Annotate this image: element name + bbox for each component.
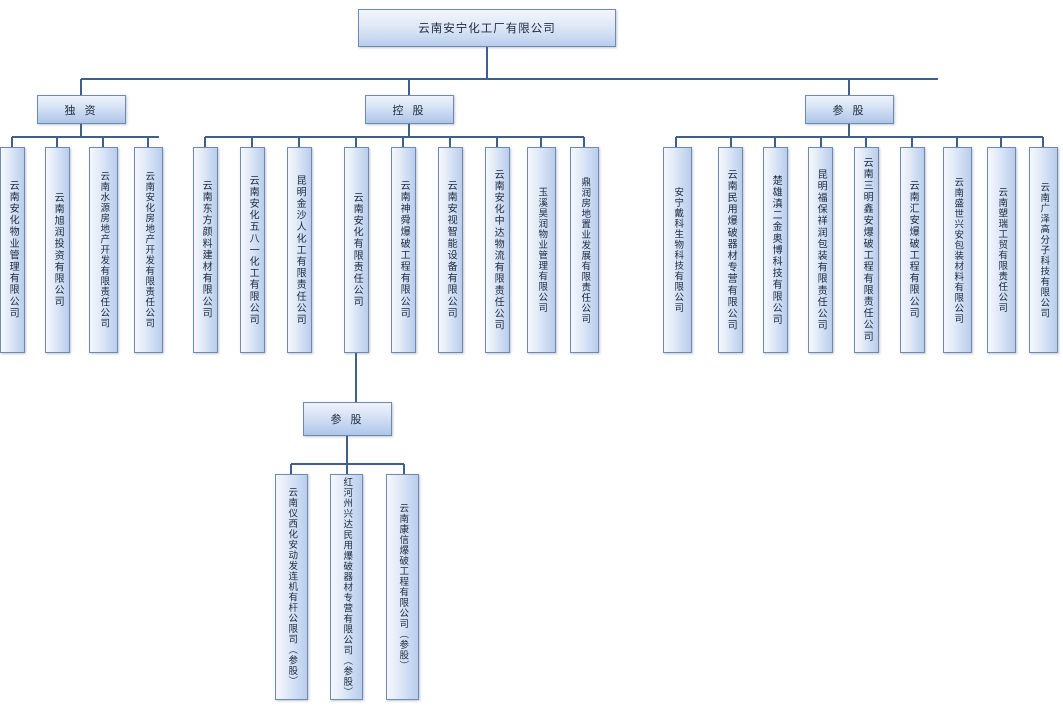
branch-label-sole: 独 资 xyxy=(64,104,99,117)
branch-node-sole[interactable]: 独 资 xyxy=(37,95,126,124)
leaf-sub-equity-2[interactable]: 云南康信爆破工程有限公司（参股） xyxy=(386,474,419,700)
leaf-holding-7[interactable]: 玉溪昊润物业管理有限公司 xyxy=(527,147,556,353)
leaf-equity-0[interactable]: 安宁戴科生物科技有限公司 xyxy=(663,147,692,353)
leaf-equity-3[interactable]: 昆明福保祥润包装有限责任公司 xyxy=(808,147,833,353)
leaf-sole-0[interactable]: 云南安化物业管理有限公司 xyxy=(0,147,25,353)
leaf-holding-4[interactable]: 云南神舜爆破工程有限公司 xyxy=(391,147,416,353)
leaf-label: 云南安化有限责任公司 xyxy=(351,192,363,308)
leaf-equity-8[interactable]: 云南广泽高分子科技有限公司 xyxy=(1029,147,1058,353)
leaf-holding-6[interactable]: 云南安化中达物流有限责任公司 xyxy=(485,147,510,353)
leaf-holding-1[interactable]: 云南安化五八一化工有限公司 xyxy=(240,147,265,353)
leaf-label: 云南神舜爆破工程有限公司 xyxy=(398,180,410,320)
sub-branch-label: 参 股 xyxy=(330,414,365,426)
root-label: 云南安宁化工厂有限公司 xyxy=(418,23,556,35)
leaf-label: 鼎润房地置业发展有限责任公司 xyxy=(579,176,591,324)
leaf-label: 红河州兴达民用爆破器材专营有限公司（参股） xyxy=(341,476,353,698)
leaf-label: 云南三明鑫安爆破工程有限责任公司 xyxy=(861,157,873,343)
leaf-label: 昆明福保祥润包装有限责任公司 xyxy=(815,168,827,332)
leaf-equity-7[interactable]: 云南塑瑞工贸有限责任公司 xyxy=(987,147,1016,353)
leaf-label: 云南安视智能设备有限公司 xyxy=(445,180,457,320)
leaf-equity-6[interactable]: 云南盛世兴安包装材料有限公司 xyxy=(943,147,972,353)
leaf-label: 云南旭润投资有限公司 xyxy=(52,192,64,308)
leaf-holding-3[interactable]: 云南安化有限责任公司 xyxy=(344,147,369,353)
leaf-label: 云南东方颜料建材有限公司 xyxy=(200,180,212,320)
leaf-label: 云南汇安爆破工程有限公司 xyxy=(907,180,919,320)
leaf-label: 楚雄滇二金奥博科技有限公司 xyxy=(770,174,782,326)
leaf-label: 云南塑瑞工贸有限责任公司 xyxy=(996,187,1008,313)
leaf-sub-equity-1[interactable]: 红河州兴达民用爆破器材专营有限公司（参股） xyxy=(330,474,363,700)
leaf-label: 云南盛世兴安包装材料有限公司 xyxy=(952,176,964,324)
leaf-holding-0[interactable]: 云南东方颜料建材有限公司 xyxy=(193,147,218,353)
branch-node-holding[interactable]: 控 股 xyxy=(365,95,454,124)
leaf-label: 云南广泽高分子科技有限公司 xyxy=(1038,181,1050,319)
leaf-holding-5[interactable]: 云南安视智能设备有限公司 xyxy=(438,147,463,353)
leaf-label: 云南安化中达物流有限责任公司 xyxy=(492,168,504,332)
leaf-label: 云南安化房地产开发有限责任公司 xyxy=(143,171,155,329)
leaf-label: 云南安化物业管理有限公司 xyxy=(7,180,19,320)
sub-branch-node-equity[interactable]: 参 股 xyxy=(303,402,392,436)
root-node[interactable]: 云南安宁化工厂有限公司 xyxy=(358,9,616,47)
leaf-holding-2[interactable]: 昆明金沙人化工有限责任公司 xyxy=(287,147,312,353)
leaf-sole-2[interactable]: 云南水源房地产开发有限责任公司 xyxy=(89,147,118,353)
branch-node-equity[interactable]: 参 股 xyxy=(805,95,894,124)
branch-label-holding: 控 股 xyxy=(392,104,427,117)
leaf-holding-8[interactable]: 鼎润房地置业发展有限责任公司 xyxy=(570,147,599,353)
leaf-sub-equity-0[interactable]: 云南仪西化安动发连机有杆公限司（参股） xyxy=(275,474,308,700)
leaf-equity-4[interactable]: 云南三明鑫安爆破工程有限责任公司 xyxy=(854,147,879,353)
leaf-label: 玉溪昊润物业管理有限公司 xyxy=(536,187,548,313)
branch-label-equity: 参 股 xyxy=(832,104,867,117)
leaf-label: 云南康信爆破工程有限公司（参股） xyxy=(397,503,409,671)
leaf-label: 昆明金沙人化工有限责任公司 xyxy=(294,174,306,326)
leaf-equity-2[interactable]: 楚雄滇二金奥博科技有限公司 xyxy=(763,147,788,353)
leaf-label: 云南仪西化安动发连机有杆公限司（参股） xyxy=(286,487,298,687)
leaf-sole-1[interactable]: 云南旭润投资有限公司 xyxy=(45,147,70,353)
leaf-equity-5[interactable]: 云南汇安爆破工程有限公司 xyxy=(900,147,925,353)
leaf-label: 云南水源房地产开发有限责任公司 xyxy=(98,171,110,329)
leaf-label: 云南民用爆破器材专营有限公司 xyxy=(725,168,737,332)
leaf-sole-3[interactable]: 云南安化房地产开发有限责任公司 xyxy=(134,147,163,353)
leaf-label: 云南安化五八一化工有限公司 xyxy=(247,174,259,326)
leaf-equity-1[interactable]: 云南民用爆破器材专营有限公司 xyxy=(718,147,743,353)
leaf-label: 安宁戴科生物科技有限公司 xyxy=(672,187,684,313)
